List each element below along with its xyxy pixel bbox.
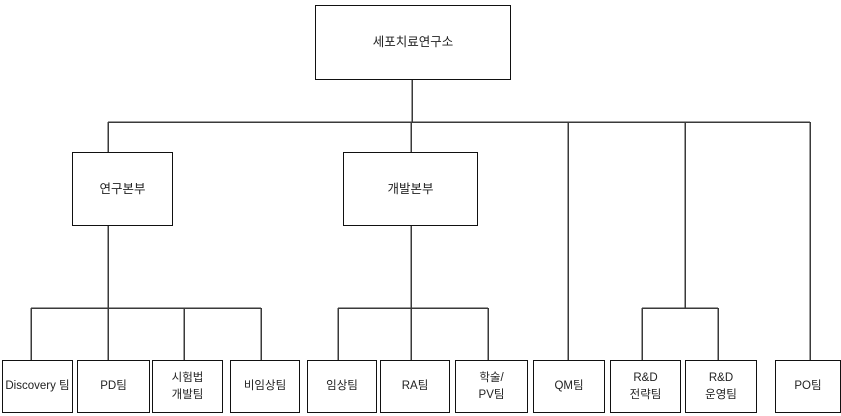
org-node-development-division: 개발본부 [343, 152, 478, 226]
org-node-ra-team: RA팀 [380, 360, 450, 413]
org-node-institute: 세포치료연구소 [315, 5, 511, 80]
org-node-nonclinical-team: 비임상팀 [230, 360, 300, 413]
org-node-discovery-team: Discovery 팀 [2, 360, 73, 413]
org-node-po-team: PO팀 [775, 360, 841, 413]
org-node-research-division: 연구본부 [72, 152, 173, 226]
org-node-clinical-team: 임상팀 [307, 360, 377, 413]
org-node-rnd-operations-team: R&D 운영팀 [685, 360, 757, 413]
org-node-medical-pv-team: 학술/ PV팀 [455, 360, 528, 413]
org-node-qm-team: QM팀 [533, 360, 605, 413]
org-node-assay-dev-team: 시험법 개발팀 [152, 360, 223, 413]
org-node-pd-team: PD팀 [77, 360, 150, 413]
org-node-rnd-strategy-team: R&D 전략팀 [610, 360, 681, 413]
